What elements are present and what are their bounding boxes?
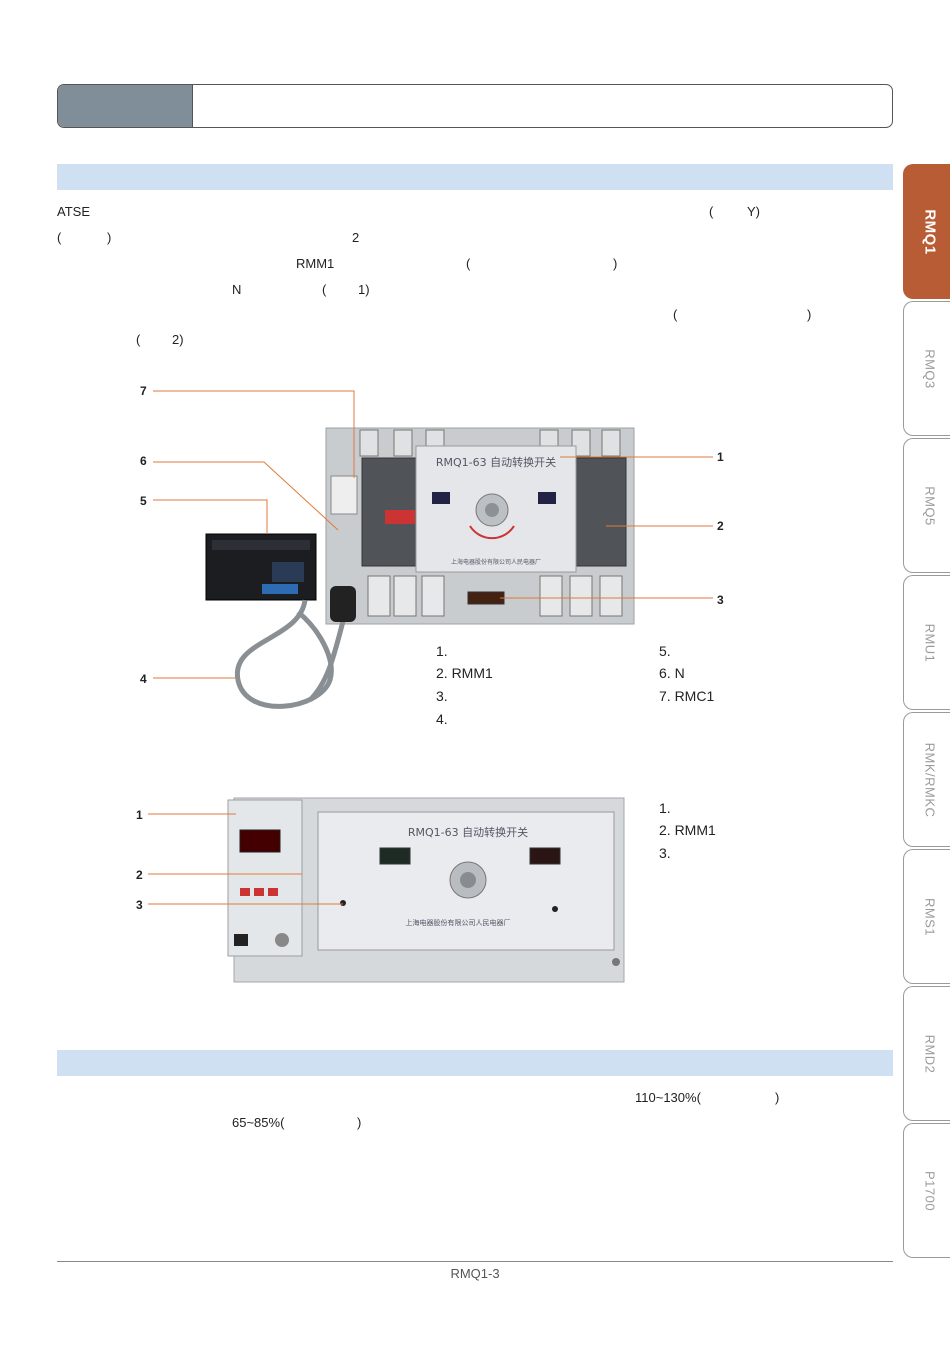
svg-text:RMQ1-63 自动转换开关: RMQ1-63 自动转换开关 [408,825,528,839]
side-tab-label: RMK/RMKC [922,742,937,817]
side-tab-rmq1[interactable]: RMQ1 [903,164,950,299]
intro-text: ( [709,204,714,219]
legend-item: 4. [436,711,448,727]
side-tab-label: RMS1 [922,897,937,936]
section-bar-overview [57,164,893,190]
section2-text: 65~85%( [232,1115,285,1130]
intro-text: 1) [358,282,370,297]
footer-divider [57,1261,893,1262]
breaker-right [567,457,627,567]
top-terminals [359,429,621,457]
callout-5: 5 [140,494,147,508]
side-tab-rmq3[interactable]: RMQ3 [903,301,950,436]
intro-text: Y) [747,204,760,219]
intro-text: ( [57,230,62,245]
callout-7: 7 [140,384,147,398]
legend-item: 2. RMM1 [659,822,716,838]
intro-text: 2 [352,230,360,245]
intro-text: ( [136,332,141,347]
callout-1: 1 [136,808,143,822]
section2-text: 110~130%( [635,1090,701,1105]
figure-2-photo: RMQ1-63 自动转换开关 上海电器股份有限公司人民电器厂 [148,797,625,983]
side-tab-label: RMQ5 [922,485,937,526]
side-tab-label: RMD2 [922,1034,937,1073]
svg-text:上海电器股份有限公司人民电器厂: 上海电器股份有限公司人民电器厂 [451,558,541,566]
intro-text: ( [466,256,471,271]
side-tab-rms1[interactable]: RMS1 [903,849,950,984]
legend-item: 5. [659,643,671,659]
callout-6: 6 [140,454,147,468]
intro-text: ATSE [57,204,90,219]
intro-text: ( [322,282,327,297]
bottom-terminals [367,575,623,617]
callout-1: 1 [717,450,724,464]
section2-text: ) [357,1115,362,1130]
side-tab-label: RMQ1 [921,208,938,255]
intro-text: RMM1 [296,256,335,271]
svg-text:上海电器股份有限公司人民电器厂: 上海电器股份有限公司人民电器厂 [406,918,511,927]
side-tab-rmu1[interactable]: RMU1 [903,575,950,710]
legend-item: 1. [436,643,448,659]
callout-lines [153,390,713,679]
rmc1-module [330,475,358,515]
figure-1-photo: RMQ1-63 自动转换开关 上海电器股份有限公司人民电器厂 [153,390,713,709]
chapter-header [57,84,893,128]
chapter-header-tab [58,85,193,127]
side-tab-rmk-rmkc[interactable]: RMK/RMKC [903,712,950,847]
intro-text: ( [673,307,678,322]
legend-item: 1. [659,800,671,816]
callout-2: 2 [136,868,143,882]
callout-2: 2 [717,519,724,533]
side-tab-p1700[interactable]: P1700 [903,1123,950,1258]
section2-text: ) [775,1090,780,1105]
legend-item: 3. [436,688,448,704]
callout-lines-2 [148,813,343,905]
section-bar-features [57,1050,893,1076]
legend-item: 3. [659,845,671,861]
callout-3: 3 [136,898,143,912]
side-tab-label: RMQ3 [922,348,937,389]
intro-text: 2) [172,332,184,347]
intro-text: ) [613,256,618,271]
side-tab-rmd2[interactable]: RMD2 [903,986,950,1121]
side-tab-label: P1700 [922,1170,937,1211]
side-tab-label: RMU1 [922,623,937,662]
intro-text: N [232,282,242,297]
controller-module [227,799,303,957]
panel-title: RMQ1-63 自动转换开关 [436,455,556,469]
legend-item: 2. RMM1 [436,665,493,681]
intro-text: ) [107,230,112,245]
intro-text: ) [807,307,812,322]
legend-item: 7. RMC1 [659,688,715,704]
side-tab-rmq5[interactable]: RMQ5 [903,438,950,573]
page-number: RMQ1-3 [450,1266,500,1281]
callout-3: 3 [717,593,724,607]
callout-4: 4 [140,672,147,686]
legend-item: 6. N [659,665,685,681]
